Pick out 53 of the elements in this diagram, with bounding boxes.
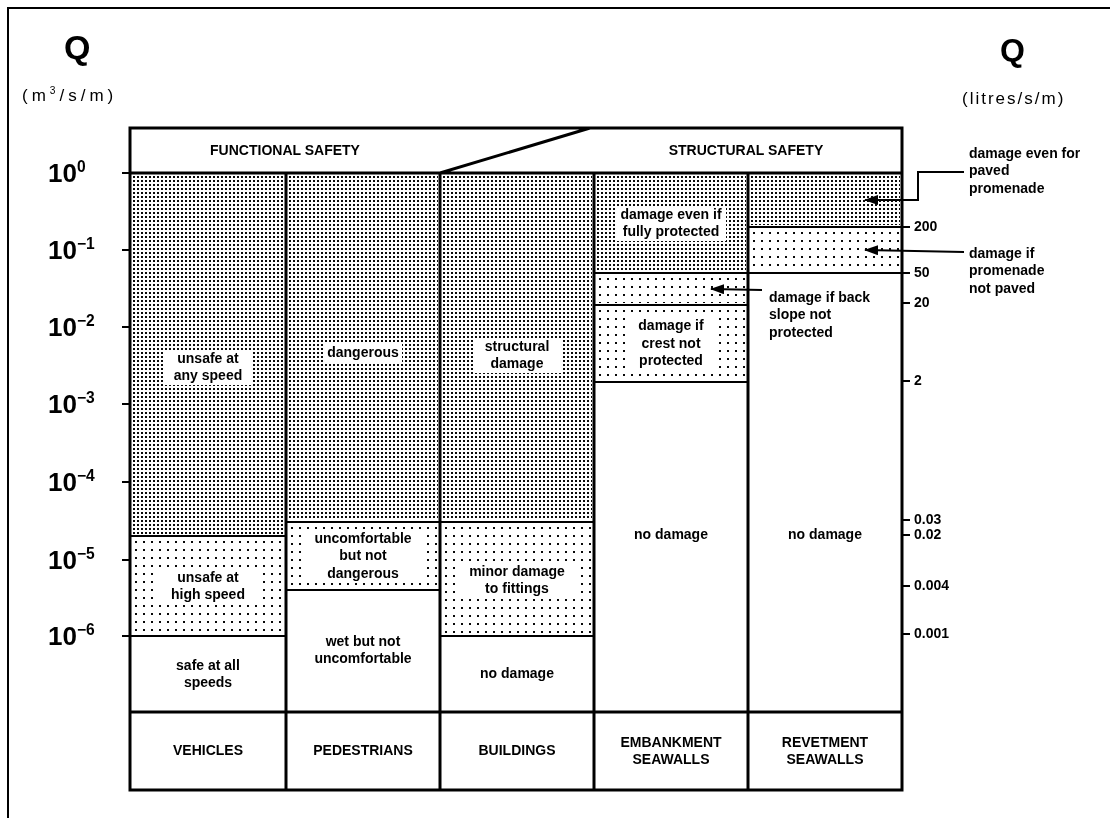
dense-dotted-zone xyxy=(132,175,284,534)
tick-label: 10$^{0}$ xyxy=(48,159,86,186)
zone-label: uncomfortable but not dangerous xyxy=(304,529,422,583)
tick-label: 0.03 xyxy=(914,512,942,526)
tick-label: 0.004 xyxy=(914,578,950,592)
tick-label: 10$^{−2}$ xyxy=(48,313,95,340)
tick-label: 10$^{−1}$ xyxy=(48,236,95,263)
column-heading: EMBANKMENT SEAWALLS xyxy=(619,733,723,769)
tick-label: 10$^{−4}$ xyxy=(48,468,95,495)
callout-text: damage even for paved promenade xyxy=(968,144,1082,198)
column-heading: FUNCTIONAL SAFETY xyxy=(209,141,361,160)
zone-label: no damage xyxy=(633,526,709,544)
leader-arrow xyxy=(864,171,965,205)
leader-arrow xyxy=(710,284,763,295)
unit-label: (m$^{3}$/s/m) xyxy=(22,86,118,104)
dense-dotted-zone xyxy=(596,175,746,271)
tick-label: 0.001 xyxy=(914,626,950,640)
tick-label: 0.02 xyxy=(914,527,942,541)
tick-label: 10$^{−3}$ xyxy=(48,390,95,417)
callout-text: damage if back slope not protected xyxy=(768,288,872,342)
tick-label: 2 xyxy=(914,373,922,387)
axis-title: Q xyxy=(1000,34,1025,66)
sparse-dotted-zone xyxy=(288,524,438,588)
unit-label: (litres/s/m) xyxy=(962,90,1066,107)
column-heading: BUILDINGS xyxy=(477,742,557,760)
column-heading: VEHICLES xyxy=(172,742,244,760)
tick-label: 10$^{−5}$ xyxy=(48,546,95,573)
dense-dotted-zone xyxy=(442,175,592,520)
leader-arrow xyxy=(864,245,965,256)
column-heading: PEDESTRIANS xyxy=(312,742,414,760)
tick-label: 200 xyxy=(914,219,938,233)
sparse-dotted-zone xyxy=(596,275,746,303)
zone-label: dangerous xyxy=(324,344,402,362)
dense-dotted-zone xyxy=(750,175,900,225)
column-heading: STRUCTURAL SAFETY xyxy=(667,141,825,160)
zone-label: damage even if fully protected xyxy=(616,205,726,241)
dense-dotted-zone xyxy=(288,175,438,520)
sparse-dotted-zone xyxy=(132,538,284,634)
zone-label: no damage xyxy=(479,665,555,683)
axis-title: Q xyxy=(64,30,91,64)
tick-label: 50 xyxy=(914,265,930,279)
tick-label: 10$^{−6}$ xyxy=(48,622,95,649)
sparse-dotted-zone xyxy=(442,524,592,634)
zone-label: unsafe at any speed xyxy=(164,349,252,385)
zone-label: no damage xyxy=(787,526,863,544)
zone-label: unsafe at high speed xyxy=(159,568,257,604)
zone-label: structural damage xyxy=(473,337,561,373)
zone-label: minor damage to fittings xyxy=(458,562,576,598)
zone-label: wet but not uncomfortable xyxy=(313,632,413,668)
zone-label: safe at all speeds xyxy=(175,656,241,692)
callout-text: damage if promenade not paved xyxy=(968,244,1046,298)
column-heading: REVETMENT SEAWALLS xyxy=(780,733,870,769)
tick-label: 20 xyxy=(914,295,930,309)
